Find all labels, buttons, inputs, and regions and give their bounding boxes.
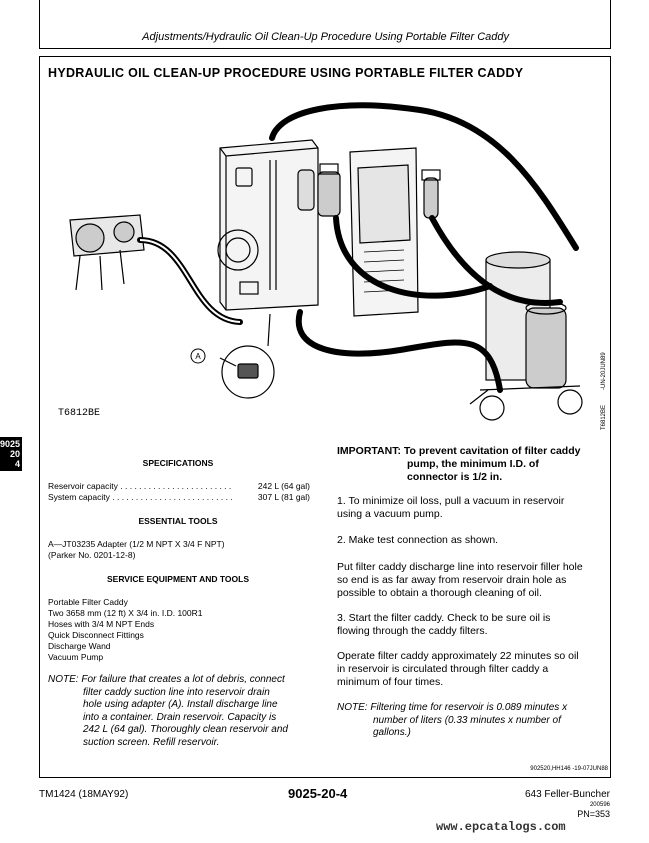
spec-value: 307 L (81 gal) xyxy=(257,492,310,502)
step-line: 2. Make test connection as shown. xyxy=(337,534,499,546)
list-item: Hoses with 3/4 M NPT Ends xyxy=(48,619,155,629)
footer-manual-id: TM1424 (18MAY92) xyxy=(39,789,129,800)
note-line: hole using adapter (A). Install discharg… xyxy=(83,699,278,710)
tab-line-1: 9025 xyxy=(0,439,21,449)
note-line: 242 L (64 gal). Thoroughly clean reservo… xyxy=(83,724,288,735)
equipment-list: Portable Filter Caddy Two 3658 mm (12 ft… xyxy=(48,597,203,663)
note-line: gallons.) xyxy=(373,727,411,738)
figure-code-2: T6812BE xyxy=(601,405,607,430)
specifications-heading: SPECIFICATIONS xyxy=(142,458,214,468)
note-line: suction screen. Refill reservoir. xyxy=(83,736,220,748)
footer-pn: PN=353 xyxy=(577,809,610,819)
code-line: 902520,HH146 -19-07JUN88 xyxy=(530,766,608,772)
step-line: so end is as far away from reservoir dra… xyxy=(337,574,567,586)
essential-tools-heading: ESSENTIAL TOOLS xyxy=(138,516,218,526)
list-item: Portable Filter Caddy xyxy=(48,597,128,607)
important-note: IMPORTANT: To prevent cavitation of filt… xyxy=(337,445,605,484)
figure-id: T6812BE xyxy=(58,408,100,419)
step-line: possible to obtain a thorough cleaning o… xyxy=(337,587,542,599)
step-line: using a vacuum pump. xyxy=(337,508,443,520)
note-line: number of liters (0.33 minutes x number … xyxy=(373,714,561,726)
step-line: 1. To minimize oil loss, pull a vacuum i… xyxy=(337,495,565,507)
note-line: NOTE: Filtering time for reservoir is 0.… xyxy=(337,702,568,713)
section-tab: 9025 20 4 xyxy=(0,437,22,471)
footer-date: 200596 xyxy=(589,802,610,808)
spec-label: System capacity . . . . . . . . . . . . … xyxy=(48,492,233,502)
header-frame xyxy=(39,0,611,49)
spec-value: 242 L (64 gal) xyxy=(257,481,310,491)
note-left: NOTE: For failure that creates a lot of … xyxy=(48,674,316,749)
list-item: Two 3658 mm (12 ft) X 3/4 in. I.D. 100R1 xyxy=(48,608,203,618)
important-line: pump, the minimum I.D. of xyxy=(407,458,539,470)
list-item: Quick Disconnect Fittings xyxy=(48,630,144,640)
step-line: Put filter caddy discharge line into res… xyxy=(337,561,583,573)
tab-line-3: 4 xyxy=(14,459,20,469)
step-2-detail: Put filter caddy discharge line into res… xyxy=(337,561,607,600)
step-3: 3. Start the filter caddy. Check to be s… xyxy=(337,612,607,638)
essential-tool-line-1: A—JT03235 Adapter (1/2 M NPT X 3/4 F NPT… xyxy=(48,539,225,549)
service-equipment-heading: SERVICE EQUIPMENT AND TOOLS xyxy=(106,574,249,584)
list-item: Vacuum Pump xyxy=(48,652,104,662)
list-item: Discharge Wand xyxy=(48,641,111,651)
spec-row: Reservoir capacity . . . . . . . . . . .… xyxy=(48,481,310,492)
note-line: NOTE: For failure that creates a lot of … xyxy=(48,674,285,685)
tab-line-2: 20 xyxy=(9,449,20,459)
content-box xyxy=(39,56,611,778)
callout-a-circle xyxy=(190,348,206,364)
spec-label: Reservoir capacity . . . . . . . . . . .… xyxy=(48,481,232,491)
important-line: IMPORTANT: To prevent cavitation of filt… xyxy=(337,445,581,457)
note-right: NOTE: Filtering time for reservoir is 0.… xyxy=(337,702,607,740)
step-line: minimum of four times. xyxy=(337,676,444,688)
footer-page-number: 9025-20-4 xyxy=(288,786,348,801)
callout-a-label: A xyxy=(195,352,201,361)
step-line: 3. Start the filter caddy. Check to be s… xyxy=(337,612,551,624)
footer-machine: 643 Feller-Buncher xyxy=(524,789,610,800)
figure-code-1: -UN-20JUN89 xyxy=(601,352,607,390)
step-line: Operate filter caddy approximately 22 mi… xyxy=(337,650,579,662)
spec-row: System capacity . . . . . . . . . . . . … xyxy=(48,492,310,503)
important-line: connector is 1/2 in. xyxy=(407,471,503,483)
step-line: in reservoir is circulated through filte… xyxy=(337,663,549,675)
step-line: flowing through the caddy filters. xyxy=(337,625,488,637)
note-line: into a container. Drain reservoir. Capac… xyxy=(83,711,277,723)
step-2: 2. Make test connection as shown. xyxy=(337,534,607,547)
section-title: HYDRAULIC OIL CLEAN-UP PROCEDURE USING P… xyxy=(48,66,524,80)
step-1: 1. To minimize oil loss, pull a vacuum i… xyxy=(337,495,607,521)
filter-caddy-illustration: A T6812BE -UN-20JUN89 T6812BE xyxy=(58,102,607,430)
step-3-detail: Operate filter caddy approximately 22 mi… xyxy=(337,650,607,689)
watermark-url: www.epcatalogs.com xyxy=(436,820,566,834)
running-header: Adjustments/Hydraulic Oil Clean-Up Proce… xyxy=(142,31,509,43)
note-line: filter caddy suction line into reservoir… xyxy=(83,686,270,698)
essential-tool-line-2: (Parker No. 0201-12-8) xyxy=(48,550,136,560)
